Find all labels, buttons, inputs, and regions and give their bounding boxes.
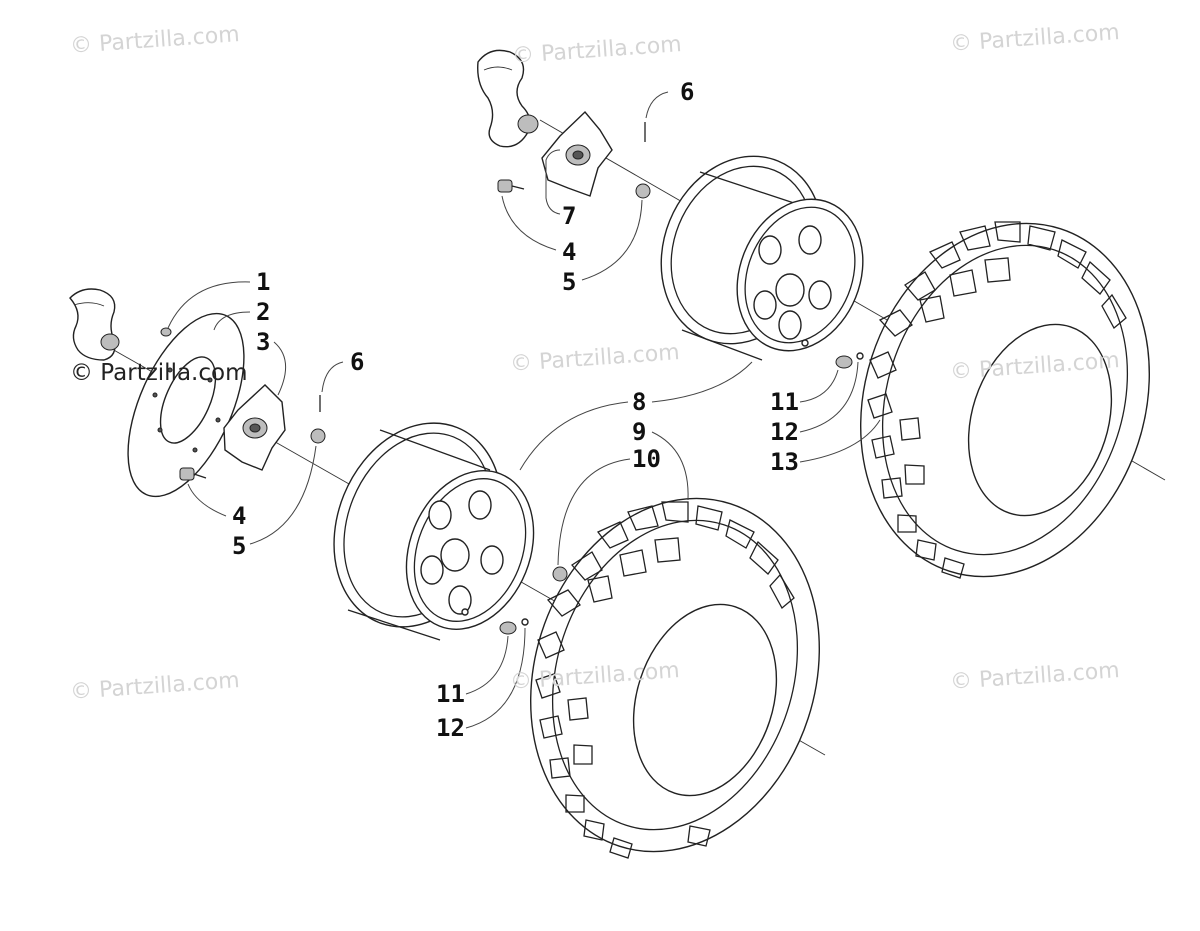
rear-knuckle <box>477 49 539 148</box>
callout-6-rear: 6 <box>680 78 695 106</box>
callout-5-rear: 5 <box>562 268 577 296</box>
rear-valve-stem <box>835 352 864 369</box>
front-hub <box>223 384 286 471</box>
callout-1-front: 1 <box>256 268 271 296</box>
callout-4-front: 4 <box>232 502 247 530</box>
front-stud-bolt <box>179 467 207 481</box>
callout-3-front: 3 <box>256 328 271 356</box>
rear-lug-nut <box>635 183 651 199</box>
callout-6-front: 6 <box>350 348 365 376</box>
callout-11-rear: 11 <box>770 388 799 416</box>
callout-9-center: 9 <box>632 418 647 446</box>
callout-11-front: 11 <box>436 680 465 708</box>
front-disc-bolt <box>160 327 172 337</box>
callout-10-center: 10 <box>632 445 661 473</box>
front-lug-nut <box>310 428 326 444</box>
callout-12-rear: 12 <box>770 418 799 446</box>
front-knuckle <box>69 288 120 361</box>
rear-hub <box>541 110 613 197</box>
front-valve-stem <box>499 618 529 635</box>
front-tire <box>530 497 820 859</box>
callout-2-front: 2 <box>256 298 271 326</box>
front-rim <box>333 422 535 641</box>
callout-leaders <box>167 91 881 729</box>
front-brake-disc <box>127 312 245 498</box>
callout-5-front: 5 <box>232 532 247 560</box>
callout-12-front: 12 <box>436 714 465 742</box>
callout-4-rear: 4 <box>562 238 577 266</box>
callout-13-rear: 13 <box>770 448 799 476</box>
callout-8-center: 8 <box>632 388 647 416</box>
callout-7-rear: 7 <box>562 202 577 230</box>
rear-rim <box>660 155 864 361</box>
rear-tire <box>860 221 1150 579</box>
rear-stud-bolt <box>497 179 525 193</box>
watermark-dark: © Partzilla.com <box>70 360 248 386</box>
front-center-nut <box>552 566 568 582</box>
